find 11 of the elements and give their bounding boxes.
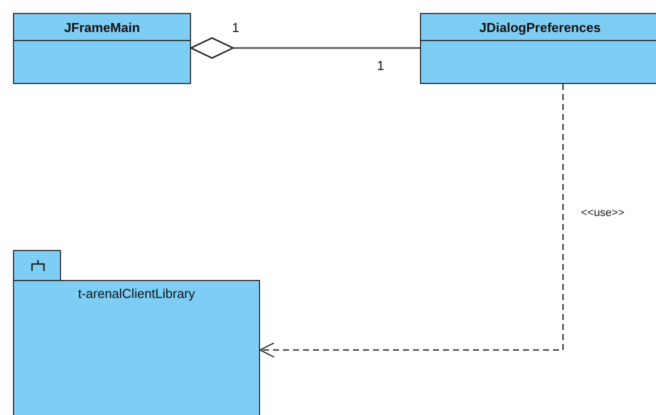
class-name: JFrameMain [64, 20, 140, 34]
multiplicity-label: 1 [232, 20, 240, 35]
multiplicity-label: 1 [377, 58, 384, 73]
package-name: t-arenalClientLibrary [76, 286, 196, 301]
aggregation-line [190, 37, 420, 59]
class-box [13, 13, 191, 84]
class-name: JDialogPreferences [479, 20, 601, 34]
class-box [420, 13, 656, 84]
package-box [13, 250, 260, 415]
dependency-arrow [259, 84, 564, 358]
edge-label: <<use>> [580, 207, 626, 219]
